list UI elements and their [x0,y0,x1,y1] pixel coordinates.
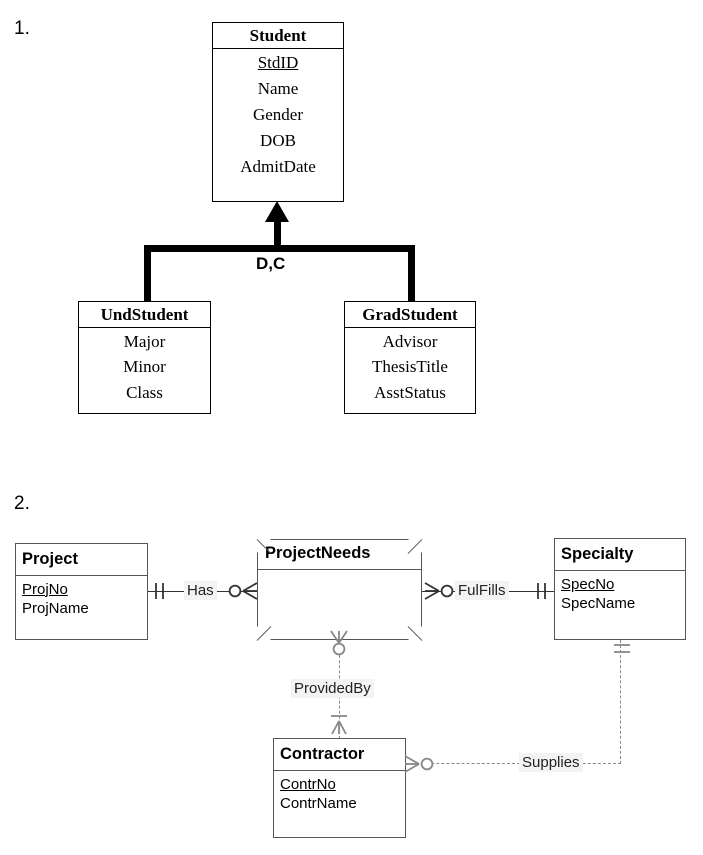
entity-student-title: Student [213,23,343,49]
entity-specialty-title: Specialty [555,539,685,571]
entity-specialty-attributes: SpecNo SpecName [555,571,685,618]
entity-specialty[interactable]: Specialty SpecNo SpecName [554,538,686,640]
attribute-class: Class [126,382,163,402]
entity-undstudent[interactable]: UndStudent Major Minor Class [78,301,211,414]
cardinality-one-or-many-icon-contractor-providedby [327,706,351,736]
entity-contractor-title: Contractor [274,739,405,771]
entity-projectneeds-title: ProjectNeeds [257,539,422,570]
generalization-stem [274,219,281,251]
entity-undstudent-attributes: Major Minor Class [79,328,210,409]
entity-projectneeds-frame [257,539,422,640]
entity-project-attributes: ProjNo ProjName [16,576,147,623]
cardinality-zero-or-many-icon-needs-providedby [327,630,351,660]
attribute-specname: SpecName [561,595,636,612]
attribute-specno: SpecNo [561,575,615,593]
relationship-line-supplies-horizontal [406,763,621,764]
attribute-thesistitle: ThesisTitle [372,357,448,377]
attribute-stdid: StdID [257,52,299,72]
entity-gradstudent-title: GradStudent [345,302,475,328]
entity-student-attributes: StdID Name Gender DOB AdmitDate [213,49,343,183]
entity-projectneeds[interactable]: ProjectNeeds [256,539,423,641]
entity-contractor-attributes: ContrNo ContrName [274,771,405,818]
attribute-advisor: Advisor [382,331,438,351]
attribute-contrname: ContrName [280,795,357,812]
entity-project[interactable]: Project ProjNo ProjName [15,543,148,640]
cardinality-zero-or-many-icon-contractor-supplies [404,752,438,776]
cardinality-one-and-only-one-icon-specialty-fulfills [532,579,554,603]
generalization-arrow-icon [265,201,289,222]
entity-student[interactable]: Student StdID Name Gender DOB AdmitDate [212,22,344,202]
entity-gradstudent-attributes: Advisor ThesisTitle AsstStatus [345,328,475,409]
attribute-name: Name [257,78,299,98]
cardinality-zero-or-many-icon-needs-has [226,579,260,603]
question-number-1: 1. [14,18,30,39]
attribute-gender: Gender [252,104,304,124]
entity-contractor[interactable]: Contractor ContrNo ContrName [273,738,406,838]
relationship-label-providedby: ProvidedBy [291,679,374,698]
generalization-riser-left [144,245,151,303]
generalization-riser-right [408,245,415,303]
relationship-label-fulfills: FulFills [455,581,509,600]
attribute-contrno: ContrNo [280,775,336,793]
attribute-dob: DOB [260,130,296,150]
disjoint-complete-label: D,C [256,254,286,273]
attribute-admitdate: AdmitDate [240,156,316,176]
entity-undstudent-title: UndStudent [79,302,210,328]
entity-project-title: Project [16,544,147,576]
cardinality-zero-or-many-icon-needs-fulfills [424,579,458,603]
relationship-line-supplies-vertical [620,640,621,764]
attribute-minor: Minor [123,357,166,377]
cardinality-one-and-only-one-icon-project-has [150,579,172,603]
attribute-asststatus: AsstStatus [374,382,446,402]
attribute-projno: ProjNo [22,580,68,598]
question-number-2: 2. [14,493,30,514]
cardinality-one-and-only-one-icon-specialty-supplies [610,638,634,662]
relationship-label-has: Has [184,581,217,600]
attribute-major: Major [123,331,166,351]
attribute-projname: ProjName [22,600,89,617]
relationship-label-supplies: Supplies [519,753,583,772]
entity-gradstudent[interactable]: GradStudent Advisor ThesisTitle AsstStat… [344,301,476,414]
generalization-horizontal-bar [144,245,415,252]
